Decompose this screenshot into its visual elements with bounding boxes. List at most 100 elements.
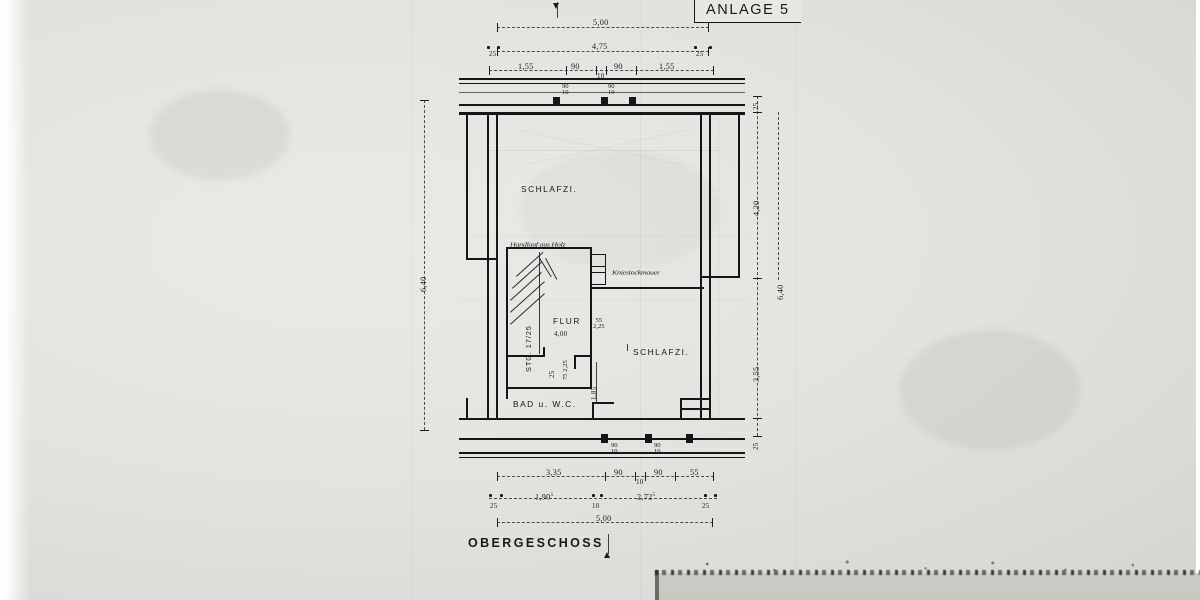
- dim-band-line: [459, 92, 745, 93]
- section-arrow-stem: [608, 534, 609, 554]
- opening-height: 2,25: [593, 323, 605, 331]
- dim-right-chain-line: [757, 96, 758, 436]
- column-marker: [686, 434, 693, 443]
- dim-opening-bottom-left: 90 10: [611, 442, 618, 456]
- opening-height: 10: [611, 448, 618, 456]
- column-marker: [553, 97, 560, 106]
- stair-wall-bottom: [506, 355, 544, 357]
- dim-hall-door: 55 2,25: [593, 317, 605, 331]
- torn-lip: [655, 570, 659, 600]
- dim-tick: [708, 47, 710, 56]
- stair-wall-left: [506, 247, 508, 399]
- dim-band-line: [459, 78, 745, 80]
- roof-ghost-line: [718, 118, 719, 418]
- dim-right-edge-top: 25: [752, 102, 760, 110]
- dim-band-line: [459, 83, 745, 85]
- dim-top-inner: 4,75: [592, 42, 608, 51]
- column-marker: [601, 97, 608, 106]
- dim-sup: 5: [550, 492, 554, 498]
- outer-wall-top-inner: [459, 112, 745, 115]
- dim-right-overall-line: [778, 112, 779, 280]
- dim-right-edge-bottom: 25: [752, 442, 760, 450]
- dim-bottom-chain-4: 90: [654, 468, 663, 477]
- wall-stub-left-cap: [466, 258, 498, 261]
- dim-left-overall: 6,40: [419, 276, 428, 292]
- floor-title-label: OBERGESCHOSS: [468, 536, 604, 550]
- opening-height: 2,25: [562, 360, 569, 372]
- dim-top-chain-4: 90: [614, 62, 623, 71]
- dim-band-line: [459, 452, 745, 454]
- dim-value: 2,72: [637, 492, 653, 502]
- dim-top-edge-right: 25: [696, 50, 704, 58]
- stair-wall-top: [506, 247, 592, 249]
- dim-top-chain-2: 90: [571, 62, 580, 71]
- column-marker: [629, 97, 636, 106]
- dim-right-upper: 4,20: [752, 200, 761, 216]
- scan-streak: [640, 0, 641, 600]
- bath-wall-bottom: [506, 387, 592, 389]
- dim-bottom-chain-1: 3,35: [546, 468, 562, 477]
- wall-stub-left-bottom: [466, 398, 469, 420]
- wall-stub-right: [738, 112, 741, 278]
- opening-width: 55: [595, 317, 603, 324]
- sheet-margin-left: [0, 0, 6, 600]
- dim-band-line: [459, 457, 745, 459]
- room-label-bath-wc: BAD u. W.C.: [513, 399, 577, 409]
- opening-height: 10: [562, 89, 569, 97]
- dim-bath-door: 25: [548, 370, 556, 378]
- sheet-margin-right: [1196, 0, 1200, 600]
- dim-right-overall: 6,40: [776, 284, 785, 300]
- wc-wall-jamb: [574, 355, 576, 369]
- paper-stain: [900, 330, 1080, 450]
- opening-height: 10: [654, 448, 661, 456]
- dim-left-overall-line: [424, 100, 425, 430]
- dim-bottom-sub-1: 25: [490, 502, 498, 510]
- stair-stringer: [539, 252, 541, 354]
- wall-stub-right-cap: [702, 276, 740, 279]
- dim-top-chain-line: [489, 70, 714, 71]
- dim-tick: [497, 23, 499, 32]
- outer-wall-right: [709, 112, 712, 420]
- outer-wall-right-inner: [700, 112, 703, 420]
- outer-wall-left-inner: [496, 112, 499, 420]
- dim-hall-small: 4,00: [554, 330, 568, 338]
- paper-stain: [520, 150, 720, 270]
- scan-streak: [795, 0, 796, 600]
- wall-hall-to-bedroom: [592, 287, 704, 289]
- dim-bottom-sub-4: 2,725: [637, 492, 656, 502]
- dim-bottom-sub-5: 25: [702, 502, 710, 510]
- dim-bottom-sub-2: 1,905: [535, 492, 554, 502]
- paper-stain: [150, 90, 290, 180]
- dim-top-inner-line: [497, 51, 709, 52]
- opening-width: 90: [608, 83, 615, 90]
- opening-width: 75: [562, 373, 569, 380]
- room-label-hallway: FLUR: [553, 316, 581, 326]
- column-marker: [601, 434, 608, 443]
- stair-wall-jamb: [543, 347, 545, 357]
- section-arrow: [604, 552, 610, 558]
- scan-streak: [412, 0, 413, 600]
- dim-wc-door: 75 2,25: [562, 360, 569, 380]
- dim-bottom-chain-5: 55: [690, 468, 699, 477]
- dim-top-edge-left: 25: [489, 50, 497, 58]
- dim-opening-top-right: 90 10: [608, 83, 615, 97]
- torn-paper-overlay: [655, 570, 1200, 600]
- wall-stub-mid-bottom: [592, 404, 594, 420]
- title-block: [694, 0, 801, 23]
- dim-bottom-sub-3: 10: [592, 502, 600, 510]
- wc-wall: [574, 355, 592, 357]
- dim-opening-bottom-right: 90 10: [654, 442, 661, 456]
- dim-bottom-chain-2: 90: [614, 468, 623, 477]
- torn-edge: [655, 570, 1200, 575]
- room-label-bedroom-north: SCHLAFZI.: [521, 184, 578, 194]
- dim-top-chain-3: 10: [597, 72, 605, 80]
- opening-height: 10: [608, 89, 615, 97]
- dim-bottom-overall: 5,00: [596, 514, 612, 523]
- outer-wall-left: [487, 112, 490, 420]
- dim-right-lower: 3,55: [752, 366, 761, 382]
- dim-tick: [708, 23, 710, 32]
- room-label-bedroom-south: SCHLAFZI.: [633, 347, 690, 357]
- opening-width: 90: [654, 442, 661, 449]
- sheet-reference-label: ANLAGE 5: [706, 2, 790, 18]
